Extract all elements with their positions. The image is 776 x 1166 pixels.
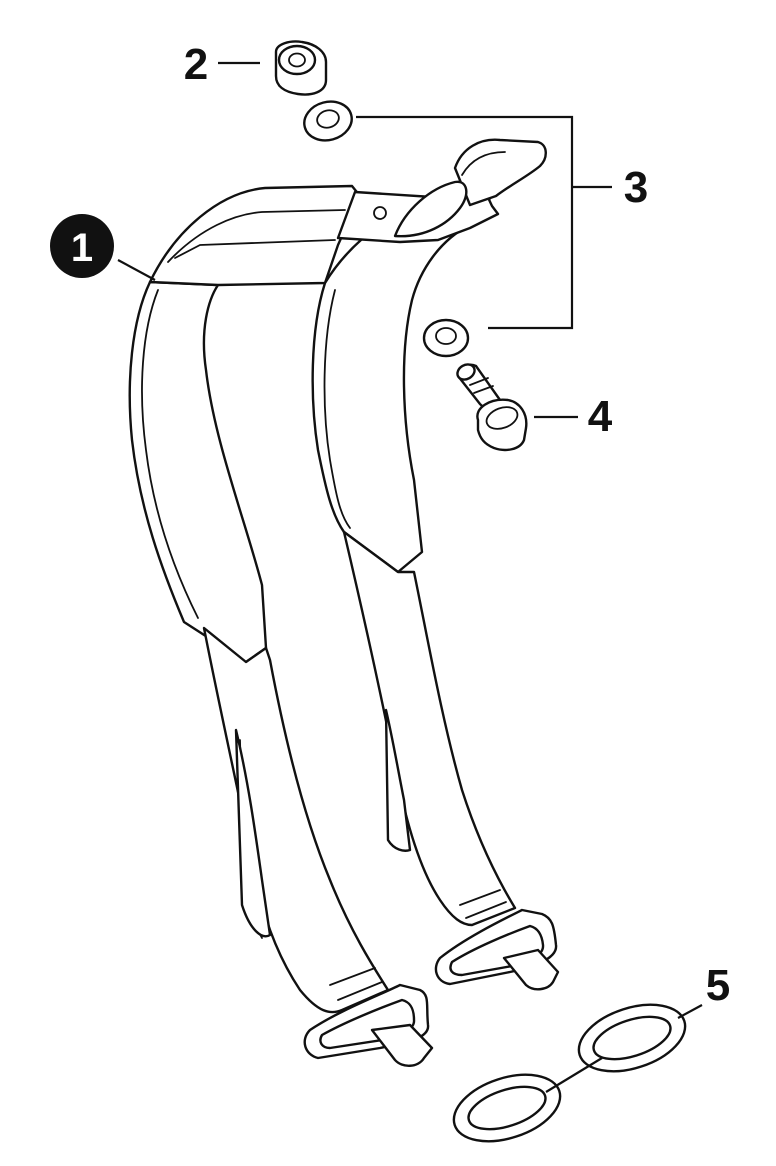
leader-line-1 xyxy=(117,259,156,281)
left-strap-flap xyxy=(234,728,272,938)
callout-1: 1 xyxy=(50,214,114,278)
spacer-part xyxy=(274,40,328,96)
hook-tab xyxy=(453,138,547,207)
callout-2-label: 2 xyxy=(184,40,208,89)
callout-3-label: 3 xyxy=(624,163,648,212)
washer-bottom xyxy=(422,318,470,358)
right-lower-strap xyxy=(342,530,517,927)
bolt-part xyxy=(456,363,528,452)
right-d-ring xyxy=(434,908,560,991)
right-strap-flap xyxy=(384,708,412,852)
callout-1-label: 1 xyxy=(71,226,93,270)
leader-line-5b xyxy=(545,1057,603,1093)
ring-lower xyxy=(452,1073,562,1143)
left-d-ring xyxy=(303,983,434,1067)
buckle-clip xyxy=(393,180,468,238)
top-arch-band xyxy=(148,184,362,287)
leader-bracket-3 xyxy=(356,115,574,330)
left-strap-shoulder-pad xyxy=(128,280,268,664)
washer-top xyxy=(303,100,353,142)
left-lower-strap xyxy=(202,626,390,1014)
buckle-hole xyxy=(373,206,387,220)
leader-line-5a xyxy=(677,1004,703,1019)
callout-5-label: 5 xyxy=(706,961,730,1010)
callout-4-label: 4 xyxy=(588,392,613,441)
strap-assembly xyxy=(128,138,560,1067)
callout-1-badge xyxy=(50,214,114,278)
ring-upper xyxy=(577,1003,687,1073)
